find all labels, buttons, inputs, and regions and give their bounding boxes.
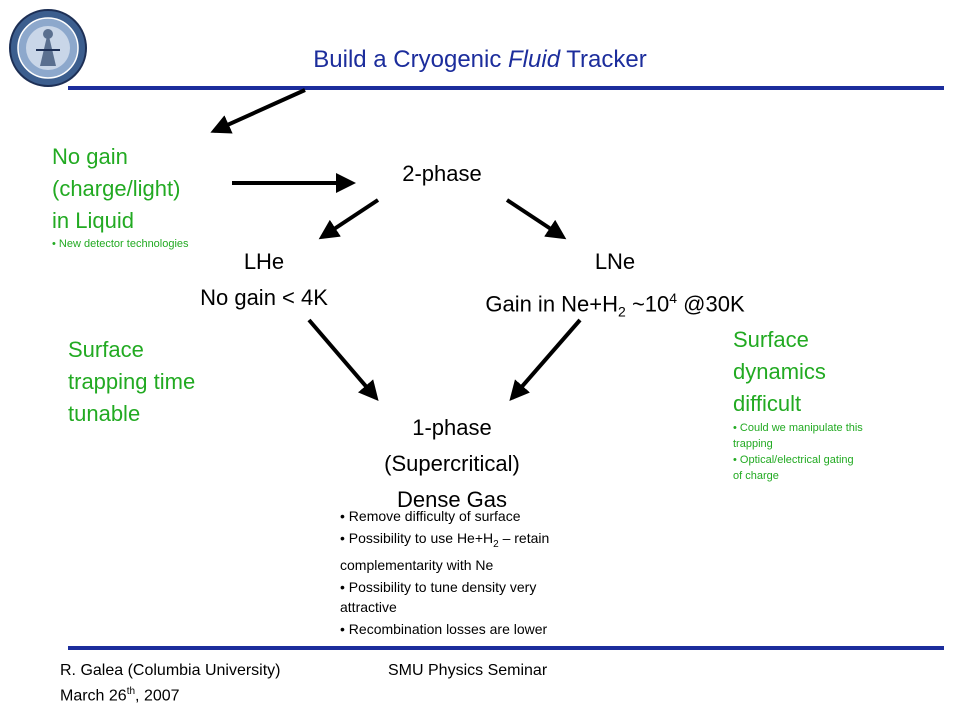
columbia-seal-logo xyxy=(8,8,88,88)
surface-right-line: dynamics xyxy=(733,359,826,384)
two-phase-node: 2-phase xyxy=(402,161,482,186)
surface-right-bullet: of charge xyxy=(733,470,779,482)
one-phase-line: 1-phase xyxy=(412,415,492,440)
lne-node: LNe Gain in Ne+H2 ~104 @30K xyxy=(440,244,790,330)
footer-divider xyxy=(68,646,944,650)
no-gain-line: in Liquid xyxy=(52,208,134,233)
lhe-title: LHe xyxy=(243,249,285,274)
arrow-lne-to-1phase xyxy=(509,318,582,402)
arrow-2phase-to-lne xyxy=(505,198,567,240)
surface-left-line: tunable xyxy=(68,401,141,426)
footer-author: R. Galea (Columbia University) xyxy=(60,662,281,679)
title-divider xyxy=(68,86,944,90)
no-gain-bullet: • New detector technologies xyxy=(52,238,189,250)
surface-dynamics-block: Surface dynamics difficult xyxy=(733,324,826,420)
surface-right-bullet: trapping xyxy=(733,438,773,450)
surface-right-line: difficult xyxy=(733,391,802,416)
surface-right-bullet: • Optical/electrical gating xyxy=(733,454,854,466)
surface-trapping-block: Surface trapping time tunable xyxy=(68,334,195,430)
one-phase-line: (Supercritical) xyxy=(384,451,520,476)
bullet-item: • Possibility to tune density very xyxy=(340,578,537,595)
no-gain-line: No gain xyxy=(52,144,128,169)
lne-gain: Gain in Ne+H2 ~104 @30K xyxy=(485,290,745,320)
no-gain-block: No gain (charge/light) in Liquid xyxy=(52,141,180,237)
footer-seminar: SMU Physics Seminar xyxy=(388,662,548,679)
arrow-lhe-to-1phase xyxy=(307,318,379,402)
bullet-item-cont: complementarity with Ne xyxy=(340,556,494,573)
arrow-2phase-to-lhe xyxy=(318,198,380,240)
surface-right-line: Surface xyxy=(733,327,809,352)
bullet-item: • Recombination losses are lower xyxy=(340,620,548,637)
bullet-item: • Possibility to use He+H2 – retain xyxy=(340,530,550,550)
surface-left-line: Surface xyxy=(68,337,144,362)
surface-dynamics-bullets: • Could we manipulate this trapping • Op… xyxy=(733,420,863,484)
surface-left-line: trapping time xyxy=(68,369,196,394)
footer-date: March 26th, 2007 xyxy=(60,686,180,705)
one-phase-line: Dense Gas xyxy=(396,487,508,512)
surface-right-bullet: • Could we manipulate this xyxy=(733,422,863,434)
one-phase-node: 1-phase (Supercritical) Dense Gas xyxy=(342,410,562,518)
footer-author-block: R. Galea (Columbia University) March 26t… xyxy=(60,660,281,706)
lhe-gain: No gain < 4K xyxy=(200,285,328,310)
page-title: Build a Cryogenic Fluid Tracker xyxy=(313,46,647,73)
lne-title: LNe xyxy=(594,249,636,274)
no-gain-line: (charge/light) xyxy=(52,176,181,201)
one-phase-bullets: • Remove difficulty of surface • Possibi… xyxy=(340,506,549,639)
arrow-title-to-nogain xyxy=(210,88,306,134)
bullet-item-cont: attractive xyxy=(340,598,397,615)
lhe-node: LHe No gain < 4K xyxy=(164,244,364,316)
bullet-item: • Remove difficulty of surface xyxy=(340,508,521,524)
